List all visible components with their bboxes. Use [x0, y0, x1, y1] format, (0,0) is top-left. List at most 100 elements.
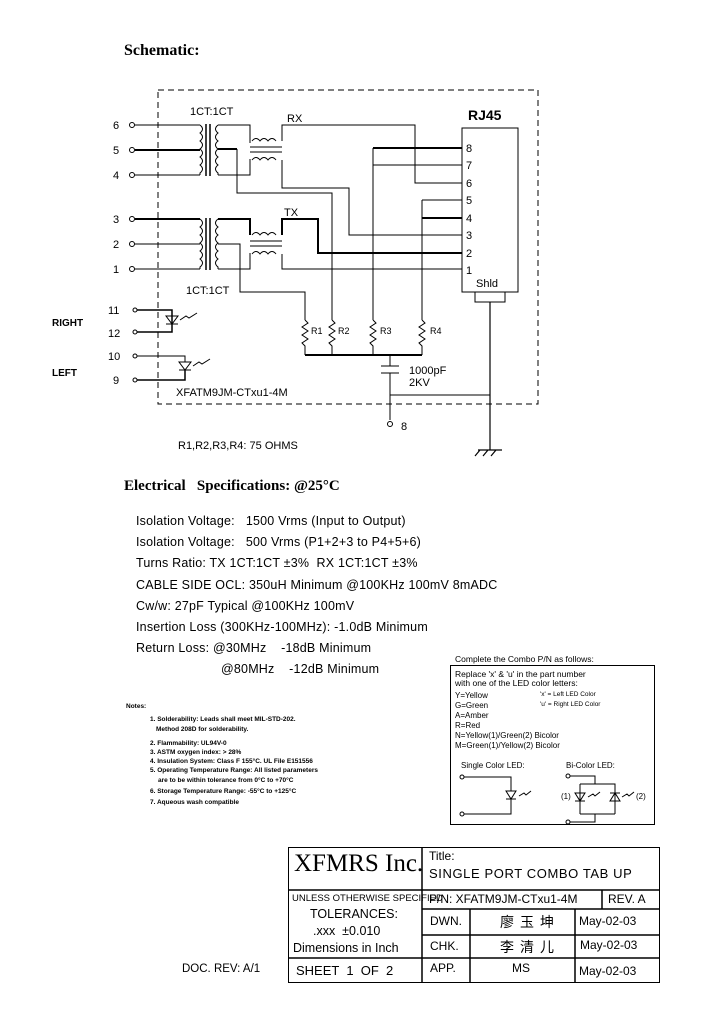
cap-value: 1000pF — [409, 365, 447, 377]
pin-label: 4 — [113, 170, 119, 182]
led-color: R=Red — [455, 721, 481, 730]
xfmr-ratio-bottom: 1CT:1CT — [186, 285, 230, 297]
rj45-pin-label: 2 — [466, 248, 472, 260]
note-item: 3. ASTM oxygen index: > 28% — [150, 749, 242, 756]
title-block-grid — [288, 847, 660, 983]
led-color: A=Amber — [455, 711, 489, 720]
spec-line: CABLE SIDE OCL: 350uH Minimum @100KHz 10… — [136, 578, 498, 592]
rj45-shield-tab — [474, 291, 506, 303]
unless-specified: UNLESS OTHERWISE SPECIFIED — [292, 893, 443, 904]
pin-label: 1 — [113, 264, 119, 276]
transformer-rx — [135, 124, 462, 320]
note-item: 1. Solderability: Leads shall meet MIL-S… — [150, 716, 296, 723]
capacitor — [381, 355, 490, 427]
bicolor-led-label: Bi-Color LED: — [566, 761, 615, 770]
bicolor-2-label: (2) — [636, 792, 646, 801]
u-definition: 'u' = Right LED Color — [540, 701, 601, 708]
shield-label: Shld — [476, 278, 498, 290]
spec-line: Isolation Voltage: 1500 Vrms (Input to O… — [136, 514, 406, 528]
note-item: 6. Storage Temperature Range: -55°C to +… — [150, 788, 297, 795]
drawn-date: May-02-03 — [579, 914, 637, 928]
checked-label: CHK. — [430, 939, 459, 953]
rj45-pin-label: 7 — [466, 160, 472, 172]
led-box-title: Complete the Combo P/N as follows: — [455, 654, 594, 664]
pin-label: 6 — [113, 120, 119, 132]
x-definition: 'x' = Left LED Color — [540, 691, 596, 698]
module-part-number: XFATM9JM-CTxu1-4M — [176, 387, 288, 399]
approved-label: APP. — [430, 961, 456, 975]
drawn-signature: 廖玉坤 — [500, 915, 560, 931]
led-symbols — [459, 773, 635, 825]
tolerances-label: TOLERANCES: — [310, 907, 398, 921]
led-color: M=Green(1)/Yellow(2) Bicolor — [455, 741, 560, 750]
pin-label: 3 — [113, 214, 119, 226]
resistor-label: R3 — [380, 326, 392, 336]
checked-signature: 李清儿 — [500, 940, 560, 956]
spec-line: Return Loss: @30MHz -18dB Minimum — [136, 641, 372, 655]
note-item: 2. Flammability: UL94V-0 — [150, 740, 227, 747]
rj45-pin-label: 5 — [466, 195, 472, 207]
revision: REV. A — [608, 892, 646, 906]
spec-line: Isolation Voltage: 500 Vrms (P1+2+3 to P… — [136, 535, 422, 549]
dimensions-note: Dimensions in Inch — [293, 941, 399, 955]
led-pin-label: 12 — [108, 328, 120, 340]
led-color: G=Green — [455, 701, 489, 710]
notes-heading: Notes: — [126, 703, 147, 710]
led-intro: Replace 'x' & 'u' in the part number — [455, 669, 586, 679]
led-color: N=Yellow(1)/Green(2) Bicolor — [455, 731, 559, 740]
spec-line: Turns Ratio: TX 1CT:1CT ±3% RX 1CT:1CT ±… — [136, 556, 418, 570]
bicolor-1-label: (1) — [561, 792, 571, 801]
led-left — [137, 355, 211, 381]
left-led-label: LEFT — [52, 368, 77, 379]
note-item: 5. Operating Temperature Range: All list… — [150, 767, 318, 774]
rj45-label: RJ45 — [468, 107, 502, 123]
note-item: 7. Aqueous wash compatible — [150, 799, 239, 806]
approver-name: MS — [512, 961, 530, 975]
ground-pin-label: 8 — [401, 421, 407, 433]
resistor-label: R4 — [430, 326, 442, 336]
title-label: Title: — [429, 849, 455, 863]
pin-label: 2 — [113, 239, 119, 251]
approved-date: May-02-03 — [579, 964, 637, 978]
xfmr-ratio-top: 1CT:1CT — [190, 106, 234, 118]
led-intro: with one of the LED color letters: — [455, 678, 578, 688]
pin-label: 5 — [113, 145, 119, 157]
schematic-diagram: 1CT:1CT 1CT:1CT RX TX RJ45 Shld 6 5 4 3 … — [52, 89, 539, 457]
led-pin-label: 9 — [113, 375, 119, 387]
spec-line: @80MHz -12dB Minimum — [221, 662, 380, 676]
led-right — [137, 309, 198, 333]
ground-symbol — [474, 302, 502, 457]
spec-line: Cw/w: 27pF Typical @100KHz 100mV — [136, 599, 355, 613]
electrical-heading: Electrical Specifications: @25°C — [124, 478, 340, 494]
rj45-pin-label: 4 — [466, 213, 472, 225]
spec-line: Insertion Loss (300KHz-100MHz): -1.0dB M… — [136, 620, 428, 634]
led-color: Y=Yellow — [455, 691, 488, 700]
sheet-number: SHEET 1 OF 2 — [296, 963, 394, 978]
resistor-label: R1 — [311, 326, 323, 336]
note-item: are to be within tolerance from 0°C to +… — [158, 777, 294, 784]
title-block — [288, 847, 660, 983]
tx-label: TX — [284, 207, 299, 219]
rj45-pin-label: 1 — [466, 265, 472, 277]
schematic-heading: Schematic: — [124, 42, 200, 59]
tolerance-value: .xxx ±0.010 — [313, 924, 381, 938]
left-pin-circles — [129, 122, 138, 383]
led-pin-label: 11 — [108, 305, 119, 317]
document-revision: DOC. REV: A/1 — [182, 963, 261, 975]
part-number: P/N: XFATM9JM-CTxu1-4M — [429, 892, 578, 906]
rj45-pin-label: 8 — [466, 143, 472, 155]
drawn-label: DWN. — [430, 914, 462, 928]
resistor-label: R2 — [338, 326, 350, 336]
note-item: 4. Insulation System: Class F 155°C. UL … — [150, 758, 313, 765]
note-item: Method 208D for solderability. — [156, 726, 249, 733]
right-led-label: RIGHT — [52, 318, 83, 329]
resistor-note: R1,R2,R3,R4: 75 OHMS — [178, 440, 298, 452]
rx-label: RX — [287, 113, 303, 125]
led-color-box — [450, 665, 655, 825]
led-pin-label: 10 — [108, 351, 120, 363]
transformer-tx — [135, 218, 462, 320]
checked-date: May-02-03 — [580, 938, 638, 952]
rj45-pin-label: 6 — [466, 178, 472, 190]
rj45-pin-label: 3 — [466, 230, 472, 242]
drawing-title: SINGLE PORT COMBO TAB UP — [429, 866, 633, 881]
